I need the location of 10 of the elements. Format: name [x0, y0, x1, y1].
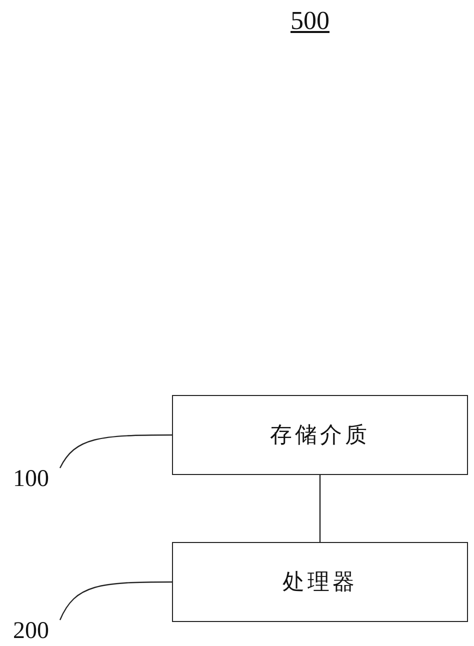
- leader-line: [59, 434, 172, 468]
- component-label: 处理器: [282, 568, 358, 596]
- connector-line: [319, 475, 321, 542]
- figure-number: 500: [290, 6, 330, 36]
- component-box: [172, 542, 468, 622]
- reference-number: 200: [13, 618, 49, 644]
- reference-number: 100: [13, 466, 49, 492]
- component-box: [172, 395, 468, 475]
- component-label: 存储介质: [270, 421, 370, 449]
- leader-line: [59, 581, 172, 620]
